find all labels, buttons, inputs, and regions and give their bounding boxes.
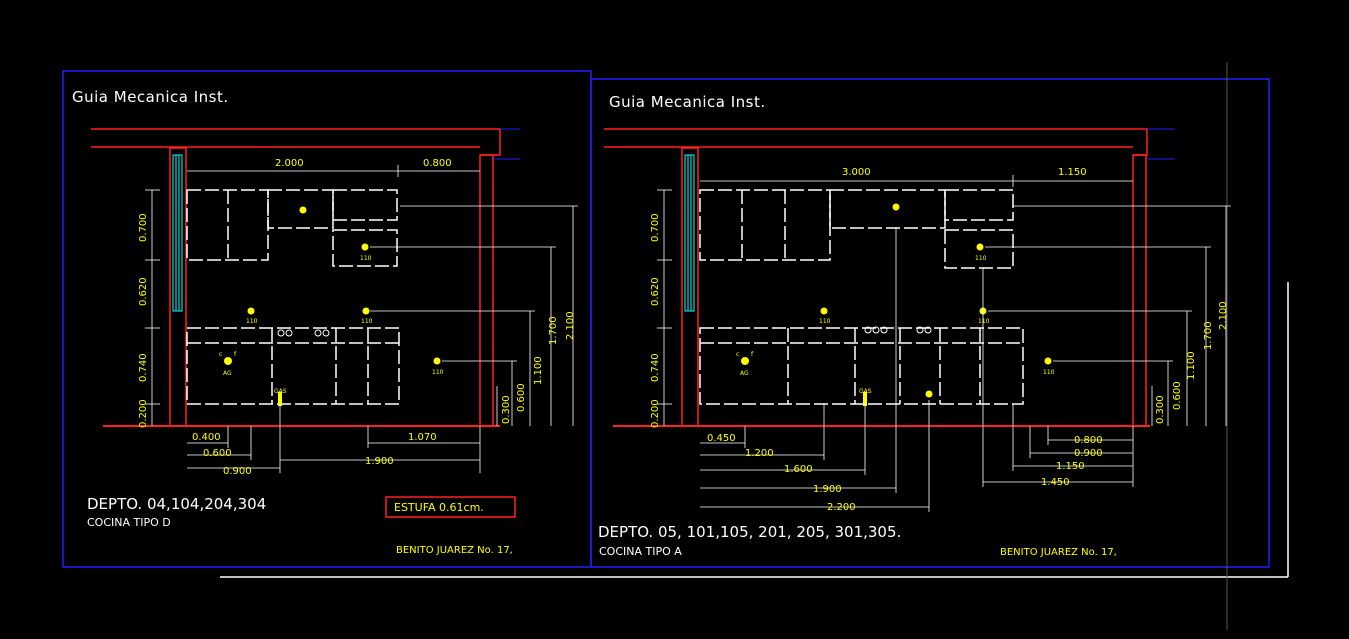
left-outlet-ag: AG [223,370,232,377]
left-depto-label: DEPTO. 04,104,204,304 [87,495,266,513]
left-outlet-gas: GAS [274,388,287,395]
right-dim-right-4: 0.600 [1172,381,1183,410]
right-cocina-label: COCINA TIPO A [599,545,682,558]
left-dim-top-1: 2.000 [275,158,304,169]
right-dim-right-5: 0.300 [1155,395,1166,424]
left-dim-right-5: 0.300 [501,395,512,424]
left-dim-left-3: 0.740 [138,353,149,382]
left-outlet-f: f [234,351,237,358]
right-dim-left-1: 0.700 [650,213,661,242]
left-cocina-label: COCINA TIPO D [87,516,171,529]
left-dim-right-3: 1.100 [533,356,544,385]
right-dim-left-2: 0.620 [650,277,661,306]
right-sheet: Guia Mecanica Inst. [598,93,1231,558]
left-dim-left-4: 0.200 [138,399,149,428]
right-dim-bottom-7: 0.900 [1074,448,1103,459]
right-title: Guia Mecanica Inst. [609,93,766,111]
right-dim-right-3: 1.100 [1186,351,1197,380]
left-outlet-c: c [219,351,222,358]
left-dim-left-2: 0.620 [138,277,149,306]
right-dim-top-2: 1.150 [1058,167,1087,178]
right-outlet-c: c [736,351,739,358]
right-outlet-110c: 110 [819,318,831,325]
left-dim-right-1: 2.100 [565,311,576,340]
right-outlet-110d: 110 [978,318,990,325]
left-outlet-110a: 110 [360,255,372,262]
right-outlet-gas: GAS [859,388,872,395]
left-outlet-110d: 110 [361,318,373,325]
right-dim-bottom-5: 2.200 [827,502,856,513]
left-dim-bottom-5: 1.900 [365,456,394,467]
right-address: BENITO JUAREZ No. 17, [1000,547,1117,558]
left-outlet-110b: 110 [432,369,444,376]
estufa-label: ESTUFA 0.61cm. [394,501,484,514]
right-dim-bottom-9: 1.450 [1041,477,1070,488]
right-outlet-f: f [751,351,754,358]
left-sheet: Guia Mecanica Inst. [72,88,578,556]
left-title: Guia Mecanica Inst. [72,88,229,106]
left-dim-bottom-1: 0.400 [192,432,221,443]
right-dim-bottom-2: 1.200 [745,448,774,459]
right-dim-right-1: 2.100 [1218,301,1229,330]
right-dim-left-4: 0.200 [650,399,661,428]
left-dim-top-2: 0.800 [423,158,452,169]
right-dim-bottom-1: 0.450 [707,433,736,444]
right-dim-top-1: 3.000 [842,167,871,178]
right-outlet-ag: AG [740,370,749,377]
left-dim-bottom-4: 1.070 [408,432,437,443]
right-outlet-110a: 110 [975,255,987,262]
right-dim-bottom-4: 1.900 [813,484,842,495]
right-dim-right-2: 1.700 [1203,321,1214,350]
right-dim-left-3: 0.740 [650,353,661,382]
left-dim-left-1: 0.700 [138,213,149,242]
right-sheet-frame [590,78,1270,568]
left-dim-bottom-3: 0.900 [223,466,252,477]
right-dim-bottom-6: 0.800 [1074,435,1103,446]
left-outlet-110c: 110 [246,318,258,325]
window-glass [172,154,183,312]
left-dim-right-2: 1.700 [548,316,559,345]
right-dim-bottom-3: 1.600 [784,464,813,475]
left-address: BENITO JUAREZ No. 17, [396,545,513,556]
right-depto-label: DEPTO. 05, 101,105, 201, 205, 301,305. [598,523,901,541]
left-dim-right-4: 0.600 [516,383,527,412]
right-dim-bottom-8: 1.150 [1056,461,1085,472]
left-dim-bottom-2: 0.600 [203,448,232,459]
window-glass-right [684,154,695,312]
right-outlet-110b: 110 [1043,369,1055,376]
estufa-label-box [385,496,516,518]
